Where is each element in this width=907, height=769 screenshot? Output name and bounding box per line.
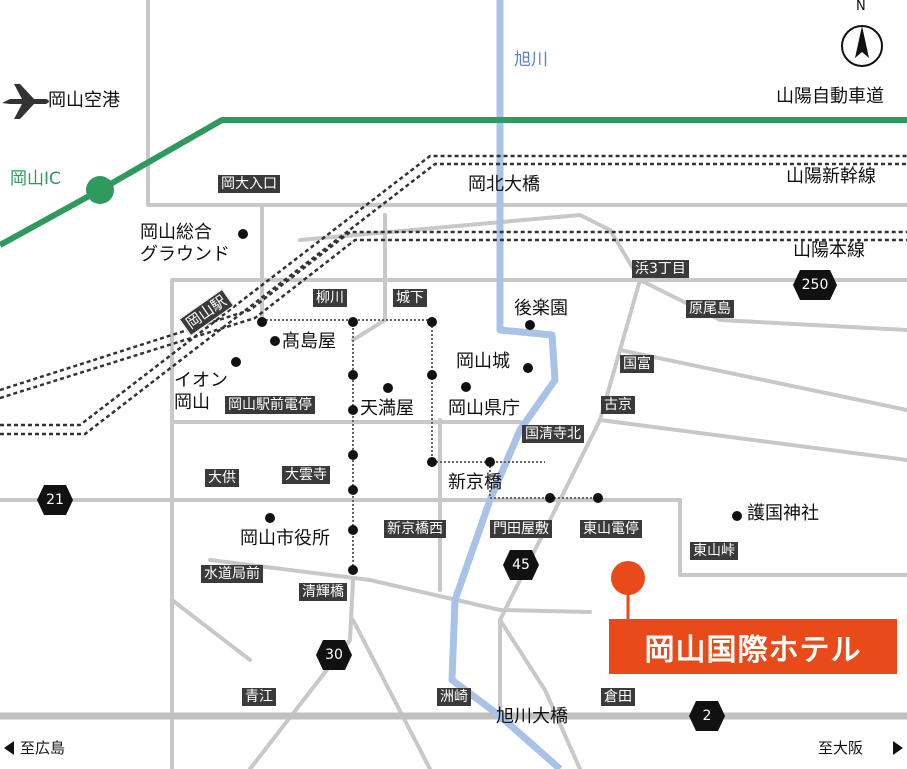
road-shiroshita-north bbox=[351, 213, 387, 342]
castle-label: 岡山城 bbox=[456, 351, 510, 372]
road-haraojima bbox=[638, 278, 907, 332]
road-north-grid bbox=[146, 0, 907, 207]
sanyo-expressway bbox=[0, 117, 907, 248]
route-30-shield bbox=[316, 640, 352, 670]
pref-office-label: 岡山県庁 bbox=[448, 398, 520, 419]
stop-kokufu: 国富 bbox=[620, 355, 654, 373]
road-east-loop bbox=[298, 213, 642, 722]
stop-seiki: 清輝橋 bbox=[299, 583, 347, 601]
stop-suido: 水道局前 bbox=[201, 565, 263, 583]
stop-station-front: 岡山駅前電停 bbox=[225, 396, 315, 414]
route-30-number: 30 bbox=[325, 647, 343, 663]
landmark-dots bbox=[231, 229, 742, 523]
hotel-banner: 岡山国際ホテル bbox=[609, 619, 897, 674]
road-30-east bbox=[351, 618, 432, 769]
interchange-label: 岡山IC bbox=[10, 169, 61, 189]
gokoku-label: 護国神社 bbox=[747, 503, 819, 524]
hokudai-bridge-label: 岡北大橋 bbox=[468, 174, 540, 195]
route-45-shield bbox=[503, 550, 539, 580]
city-hall-label: 岡山市役所 bbox=[240, 528, 330, 549]
airplane-icon bbox=[2, 84, 49, 119]
stop-daiku: 大供 bbox=[205, 469, 239, 487]
takashimaya-label: 髙島屋 bbox=[282, 331, 336, 352]
tram-stops bbox=[257, 317, 603, 575]
stop-izumo: 大雲寺 bbox=[282, 466, 330, 484]
stop-higashiyama-toge: 東山峠 bbox=[690, 542, 738, 560]
stop-kokuseiji-kita: 国清寺北 bbox=[522, 425, 584, 443]
stop-haraojima: 原尾島 bbox=[686, 300, 734, 318]
stop-hama3: 浜3丁目 bbox=[632, 260, 689, 278]
expressway-label: 山陽自動車道 bbox=[776, 86, 884, 107]
road-higashiyama bbox=[678, 498, 907, 577]
direction-east-label: 至大阪 bbox=[818, 739, 864, 757]
shinkyobashi-label: 新京橋 bbox=[448, 472, 502, 493]
stop-yanagawa: 柳川 bbox=[313, 289, 347, 307]
honsen-label: 山陽本線 bbox=[793, 240, 865, 261]
route-shields bbox=[37, 270, 837, 731]
arrow-right-icon bbox=[893, 741, 903, 755]
stop-okadai-iriguchi: 岡大入口 bbox=[218, 175, 280, 193]
compass-icon bbox=[841, 25, 883, 67]
shinkansen-label: 山陽新幹線 bbox=[786, 166, 876, 187]
stop-shinkyobashi-nishi: 新京橋西 bbox=[384, 520, 446, 538]
river-asahikawa bbox=[448, 0, 563, 769]
road-kokufu bbox=[618, 348, 907, 412]
route-250-number: 250 bbox=[801, 277, 829, 293]
stop-suzaki: 洲崎 bbox=[437, 688, 471, 706]
route-250-shield bbox=[793, 270, 837, 300]
sports-park-label: 岡山総合 グラウンド bbox=[140, 222, 230, 265]
direction-west-label: 至広島 bbox=[20, 739, 66, 757]
stop-higashiyama: 東山電停 bbox=[580, 520, 642, 538]
hotel-marker-icon bbox=[611, 561, 645, 595]
route-2-number: 2 bbox=[702, 708, 712, 724]
road-30-south bbox=[248, 578, 355, 769]
okayama-ic-marker bbox=[86, 176, 114, 204]
route-21-number: 21 bbox=[46, 492, 64, 508]
stop-kurata: 倉田 bbox=[601, 688, 635, 706]
asahigawa-bridge-label: 旭川大橋 bbox=[496, 706, 568, 727]
compass-label: N bbox=[856, 0, 866, 14]
route-2-shield bbox=[689, 701, 725, 731]
route-45-number: 45 bbox=[512, 557, 530, 573]
aeon-label: イオン 岡山 bbox=[174, 370, 228, 413]
road-suido bbox=[208, 558, 592, 614]
korakuen-label: 後楽園 bbox=[514, 298, 568, 319]
road-south-curve bbox=[498, 618, 582, 769]
route-21-shield bbox=[37, 485, 73, 515]
tenmaya-label: 天満屋 bbox=[360, 398, 414, 419]
airport-label: 岡山空港 bbox=[48, 90, 120, 111]
arrow-left-icon bbox=[4, 741, 14, 755]
stop-shiroshita: 城下 bbox=[393, 289, 427, 307]
rail-lines bbox=[0, 154, 907, 436]
river-label: 旭川 bbox=[514, 50, 548, 70]
stop-furukyo: 古京 bbox=[601, 396, 635, 414]
road-aoe bbox=[170, 598, 252, 662]
stop-kadota: 門田屋敷 bbox=[490, 520, 552, 538]
road-furukyo bbox=[598, 418, 907, 462]
stop-aoe: 青江 bbox=[242, 688, 276, 706]
